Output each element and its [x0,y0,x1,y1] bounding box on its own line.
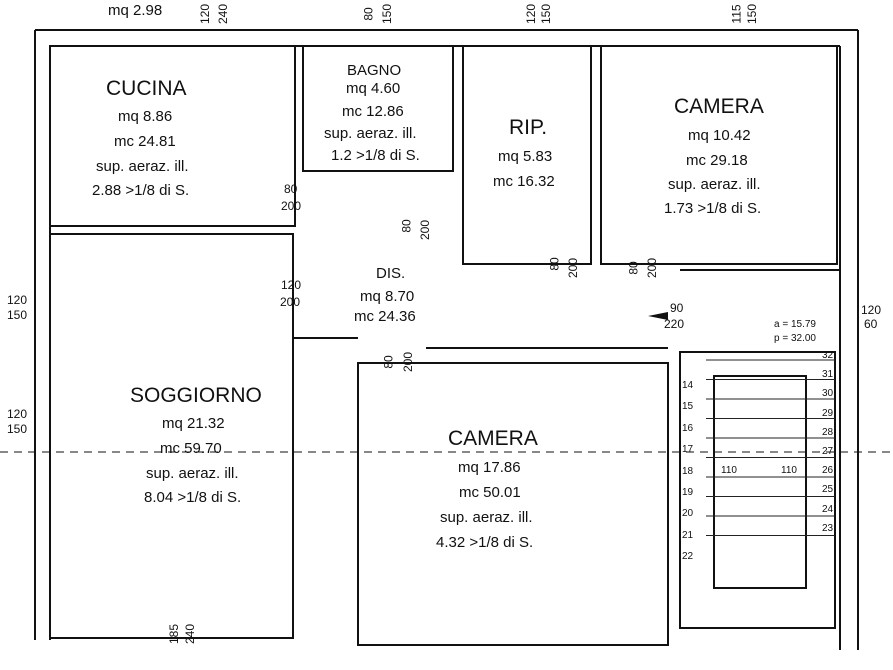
opening-top-bagno-h: 150 [380,3,395,25]
camera1-volume: mc 29.18 [686,152,748,169]
opening-top-cucina-w: 120 [198,3,213,25]
door-sogg-h: 200 [280,295,301,309]
door-sogg-w: 120 [281,278,302,292]
door-camera2-w: 80 [381,355,396,369]
room-soggiorno [49,233,294,639]
right-1-w: 120 [861,303,882,317]
right-1-h: 60 [864,317,878,331]
cucina-aer: sup. aeraz. ill. [96,158,189,175]
camera2-volume: mc 50.01 [459,484,521,501]
bagno-name: BAGNO [347,62,402,79]
soggiorno-volume: mc 59.70 [160,440,222,457]
camera1-ratio: 1.73 >1/8 di S. [664,200,762,217]
camera1-aer: sup. aeraz. ill. [668,176,761,193]
soggiorno-aer: sup. aeraz. ill. [146,465,239,482]
room-cucina [49,45,296,227]
bottom-sogg-w: 185 [167,623,182,645]
camera2-aer: sup. aeraz. ill. [440,509,533,526]
stair-step-left: 19 [682,487,694,498]
stair-step-left: 20 [682,508,694,520]
stair-p: p = 32.00 [774,333,816,344]
room-bagno [302,45,454,172]
stair-step-left: 17 [682,444,694,456]
camera2-name: CAMERA [448,427,538,450]
rip-area: mq 5.83 [498,148,553,165]
bagno-ratio: 1.2 >1/8 di S. [331,147,420,164]
stair-block [679,351,836,629]
room-camera-2 [357,362,669,646]
stair-landing-right: 110 [781,465,797,476]
door-cucina-w: 80 [284,182,298,196]
stair-step-right: 30 [822,388,834,400]
stair-step-right: 32 [822,350,834,361]
stair-step-left: 21 [682,529,694,541]
door-entry-w: 90 [670,301,684,315]
stair-step-left: 22 [682,551,694,563]
cucina-area: mq 8.86 [118,108,173,125]
camera1-name: CAMERA [674,95,764,118]
bottom-sogg-h: 240 [183,623,198,645]
stair-step-right: 24 [822,503,834,515]
camera1-area: mq 10.42 [688,127,751,144]
stair-step-left: 15 [682,401,694,413]
opening-top-bagno-w: 80 [361,7,376,21]
soggiorno-ratio: 8.04 >1/8 di S. [144,489,242,506]
rip-volume: mc 16.32 [493,173,555,190]
bagno-area: mq 4.60 [346,80,401,97]
stair-landing-left: 110 [721,465,737,476]
camera2-area: mq 17.86 [458,459,521,476]
wall-top [35,29,858,47]
top-note: mq 2.98 [108,2,163,19]
opening-top-rip-h: 150 [539,3,554,25]
opening-top-camera-w: 115 [729,4,744,24]
opening-top-cucina-h: 240 [216,3,231,25]
door-bagno-w: 80 [399,219,414,233]
cucina-volume: mc 24.81 [114,133,176,150]
stair-step-left: 16 [682,422,694,434]
dis-area: mq 8.70 [360,288,415,305]
door-entry-h: 220 [664,317,685,331]
door-rip-w: 80 [547,257,562,271]
left-2-w: 120 [7,407,28,421]
left-1-w: 120 [7,293,28,307]
rip-name: RIP. [509,116,548,139]
soggiorno-name: SOGGIORNO [130,384,262,407]
stair-step-left: 14 [682,380,694,391]
stair-step-right: 23 [822,522,834,534]
left-1-h: 150 [7,308,28,322]
bagno-aer: sup. aeraz. ill. [324,125,417,142]
stair-step-right: 25 [822,484,834,496]
cucina-ratio: 2.88 >1/8 di S. [92,182,190,199]
dis-volume: mc 24.36 [354,308,416,325]
wall-right [839,30,859,650]
door-rip-h: 200 [566,257,581,279]
door-camera1-h: 200 [645,257,660,279]
door-bagno-h: 200 [418,219,433,241]
door-cucina-h: 200 [281,199,302,213]
door-camera1-w: 80 [626,261,641,275]
room-camera-1 [600,45,838,265]
stair-step-right: 29 [822,407,834,419]
dis-name: DIS. [376,265,406,282]
stair-step-left: 18 [682,465,694,477]
opening-top-camera-h: 150 [745,3,760,25]
camera2-ratio: 4.32 >1/8 di S. [436,534,534,551]
room-rip [462,45,592,265]
corridor-wall [292,234,840,349]
soggiorno-area: mq 21.32 [162,415,225,432]
cucina-name: CUCINA [106,77,187,100]
bagno-volume: mc 12.86 [342,103,404,120]
stair-step-right: 27 [822,446,834,457]
stair-step-right: 26 [822,465,834,477]
stair-a: a = 15.79 [774,319,816,330]
opening-top-rip-w: 120 [524,3,539,25]
stair-inner [713,375,807,589]
left-2-h: 150 [7,422,28,436]
stair-step-right: 31 [822,369,834,381]
wall-left [34,30,51,640]
door-camera2-h: 200 [401,351,416,373]
stair-step-right: 28 [822,426,834,438]
